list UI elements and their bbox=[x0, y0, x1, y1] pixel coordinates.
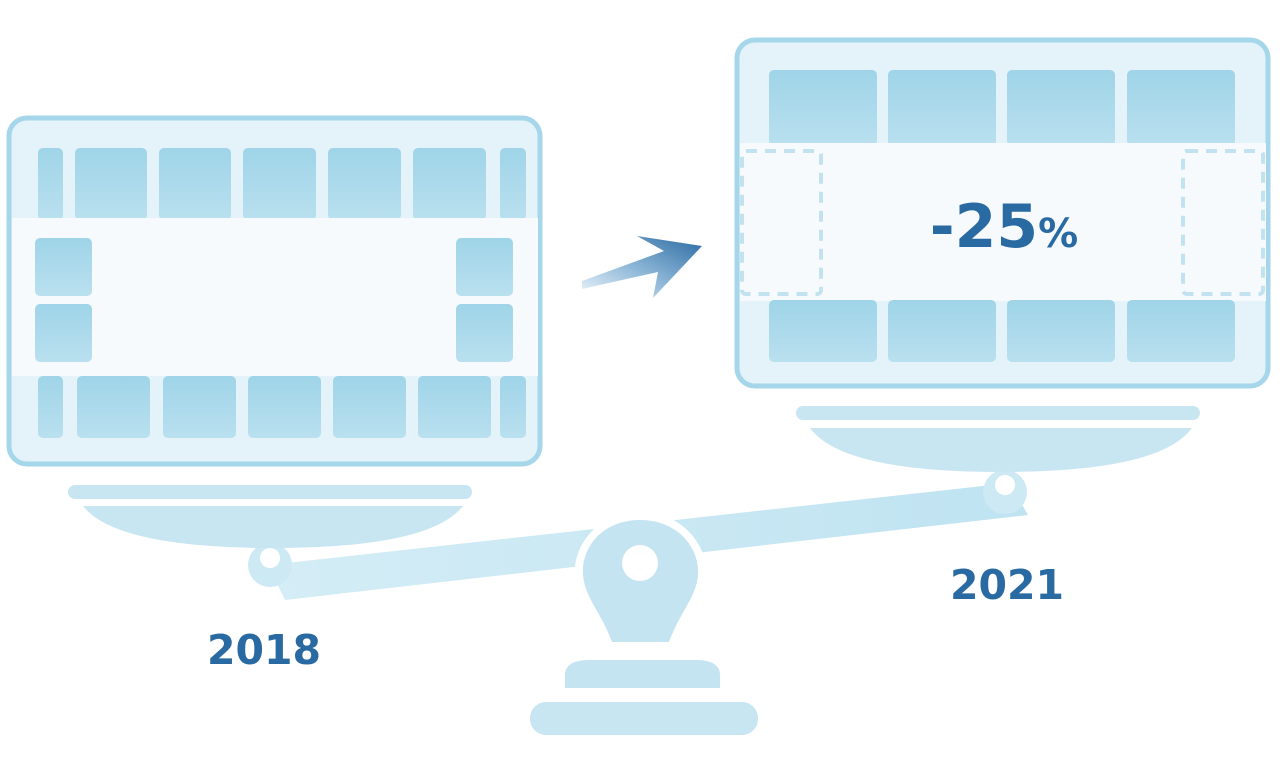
year-label-2018: 2018 bbox=[207, 626, 321, 674]
panel-2021-band bbox=[740, 143, 1266, 301]
grid-cell bbox=[1127, 300, 1235, 362]
reduction-unit: % bbox=[1038, 211, 1078, 257]
panel-2018-side-cells bbox=[35, 238, 513, 362]
grid-cell bbox=[769, 70, 877, 146]
grid-cell bbox=[1007, 300, 1115, 362]
arrow-icon bbox=[582, 236, 702, 298]
grid-cell bbox=[500, 148, 526, 220]
reduction-label: -25% bbox=[930, 192, 1078, 262]
panel-2021-bottom-row bbox=[769, 300, 1235, 362]
grid-cell bbox=[38, 148, 63, 220]
panel-2021: -25% bbox=[734, 37, 1271, 389]
year-label-2021: 2021 bbox=[950, 561, 1064, 609]
grid-cell bbox=[77, 376, 150, 438]
removed-cell-right bbox=[1181, 149, 1265, 296]
grid-cell bbox=[38, 376, 63, 438]
grid-cell bbox=[75, 148, 147, 220]
grid-cell bbox=[35, 238, 92, 296]
grid-cell bbox=[35, 304, 92, 362]
panel-2018-band bbox=[12, 218, 538, 376]
scale-base-upper bbox=[565, 660, 720, 688]
grid-cell bbox=[248, 376, 321, 438]
grid-cell bbox=[418, 376, 491, 438]
grid-cell bbox=[888, 70, 996, 146]
panel-2018-top-row bbox=[38, 148, 526, 220]
grid-cell bbox=[769, 300, 877, 362]
removed-cell-left bbox=[740, 149, 823, 296]
panel-2018-bottom-row bbox=[38, 376, 526, 438]
panel-2021-top-row bbox=[769, 70, 1235, 146]
grid-cell bbox=[413, 148, 486, 220]
panel-2018 bbox=[6, 115, 543, 467]
scale-fulcrum bbox=[574, 512, 707, 648]
scale-base-lower bbox=[530, 702, 758, 735]
grid-cell bbox=[159, 148, 231, 220]
grid-cell bbox=[456, 304, 513, 362]
reduction-value: -25 bbox=[930, 192, 1038, 262]
right-pan bbox=[796, 406, 1200, 472]
grid-cell bbox=[1007, 70, 1115, 146]
grid-cell bbox=[243, 148, 316, 220]
grid-cell bbox=[456, 238, 513, 296]
grid-cell bbox=[163, 376, 236, 438]
fulcrum-pivot bbox=[622, 545, 658, 581]
grid-cell bbox=[328, 148, 401, 220]
grid-cell bbox=[888, 300, 996, 362]
grid-cell bbox=[1127, 70, 1235, 146]
balance-scale bbox=[68, 406, 1200, 735]
left-pan bbox=[68, 485, 472, 548]
grid-cell bbox=[500, 376, 526, 438]
grid-cell bbox=[333, 376, 406, 438]
